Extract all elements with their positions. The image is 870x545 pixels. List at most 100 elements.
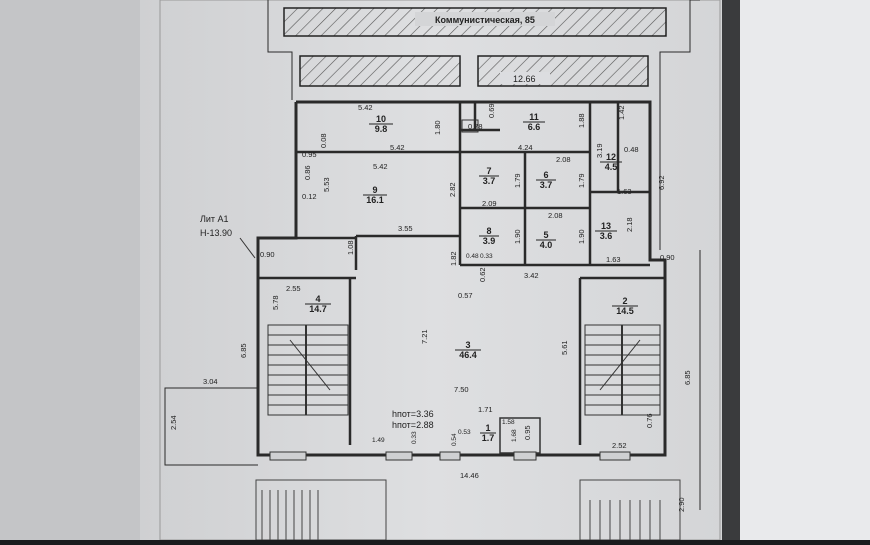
room-area: 16.1: [366, 195, 384, 205]
dimension-label: 5.42: [390, 143, 405, 152]
dimension-label: 2.52: [612, 441, 627, 450]
room-number: 7: [486, 166, 491, 176]
room-number: 2: [622, 296, 627, 306]
dim-bg: [500, 72, 550, 84]
dimension-label: 7.21: [420, 329, 429, 344]
dimension-label: 4.24: [518, 143, 533, 152]
dimension-label: 0.95: [523, 425, 532, 440]
ceiling-label-1: hпот=3.36: [392, 409, 434, 419]
shaft: [461, 119, 479, 133]
dimension-label: 5.53: [322, 177, 331, 192]
room-area: 1.7: [482, 433, 495, 443]
dimension-label: 0.48: [624, 145, 639, 154]
room-area: 3.7: [540, 180, 553, 190]
dimension-label: 0.78: [468, 122, 483, 131]
dimension-label: 0.08: [319, 133, 328, 148]
dimension-label: 6.85: [239, 343, 248, 358]
dimension-label: 1.71: [478, 405, 493, 414]
dimension-label: 1.90: [577, 229, 586, 244]
dimension-label: 5.78: [271, 295, 280, 310]
lit-label: Лит А1: [200, 214, 229, 224]
room-number: 12: [606, 152, 616, 162]
dimension-label: 6.92: [657, 175, 666, 190]
interior-walls: [258, 102, 665, 445]
room-area: 6.6: [528, 122, 541, 132]
dimension-label: 1.90: [513, 229, 522, 244]
leader-line: [239, 237, 256, 259]
dimension-label: 3.55: [398, 224, 413, 233]
site-boundary: [267, 0, 701, 510]
dimension-label: 3.04: [203, 377, 218, 386]
dimension-labels: 12.66 5.42 0.69 1.80 0.78 1.88 1.42 5.42…: [169, 74, 692, 512]
dimension-label: 1.49: [372, 437, 385, 444]
annex-outline: [164, 387, 258, 466]
dimension-label: 0.54: [451, 433, 458, 446]
stairs-right: [584, 324, 661, 416]
room-area: 3.6: [600, 231, 613, 241]
room-number: 10: [376, 114, 386, 124]
height-label: Н-13.90: [200, 228, 232, 238]
dimension-label: 2.08: [556, 155, 571, 164]
dimension-label: 1.63: [617, 187, 632, 196]
room-labels: 1 1.7 2 14.5 3 46.4 4 14.7 5 4.0 6 3.7 7…: [305, 112, 638, 443]
dimension-label: 5.61: [560, 340, 569, 355]
room-number: 4: [315, 294, 320, 304]
left-margin: [0, 0, 140, 540]
dimension-label: 2.08: [548, 211, 563, 220]
dimension-label: 2.55: [286, 284, 301, 293]
room-area: 9.8: [375, 124, 388, 134]
dimension-label: 0.62: [478, 267, 487, 282]
room-area: 3.9: [483, 236, 496, 246]
dimension-label: 2.09: [482, 199, 497, 208]
dimension-label: 1.68: [511, 429, 518, 442]
room-area: 14.5: [616, 306, 634, 316]
windows-bottom: [269, 451, 631, 461]
room-number: 1: [485, 423, 490, 433]
room-number: 5: [543, 230, 548, 240]
room-area: 4.0: [540, 240, 553, 250]
dimension-label: 1.80: [433, 120, 442, 135]
dimension-label: 1.88: [577, 113, 586, 128]
dimension-label: 0.33: [480, 253, 493, 260]
room-area: 3.7: [483, 176, 496, 186]
room-number: 13: [601, 221, 611, 231]
room-area: 4.5: [605, 162, 618, 172]
street-label: Коммунистическая, 85: [435, 15, 535, 25]
right-page: [740, 0, 870, 540]
dimension-label: 2.82: [448, 182, 457, 197]
dimension-label: 1.63: [606, 255, 621, 264]
dimension-label: 0.86: [303, 165, 312, 180]
dimension-label: 14.46: [460, 471, 479, 480]
dimension-label: 0.12: [302, 192, 317, 201]
dimension-label: 0.33: [411, 431, 418, 444]
dimension-label: 1.79: [577, 173, 586, 188]
room-number: 8: [486, 226, 491, 236]
dimension-label: 0.48: [466, 253, 479, 260]
dimension-label: 0.95: [302, 150, 317, 159]
dimension-label: 1.42: [617, 105, 626, 120]
dimension-label: 2.18: [625, 217, 634, 232]
dimension-label: 0.57: [458, 291, 473, 300]
room-number: 9: [372, 185, 377, 195]
dimension-label: 3.19: [595, 143, 604, 158]
dimension-label: 3.42: [524, 271, 539, 280]
room-area: 14.7: [309, 304, 327, 314]
dimension-label: 2.90: [677, 497, 686, 512]
room-number: 3: [465, 340, 470, 350]
dimension-label: 0.90: [260, 250, 275, 259]
dimension-label: 1.79: [513, 173, 522, 188]
dimension-label: 1.82: [449, 251, 458, 266]
dimension-label: 0.69: [487, 103, 496, 118]
dimension-label: 0.76: [645, 413, 654, 428]
dimension-label: 0.53: [458, 429, 471, 436]
room-area: 46.4: [459, 350, 477, 360]
dimension-label: 2.54: [169, 415, 178, 430]
dimension-label: 0.90: [660, 253, 675, 262]
wall-hatch-left: [299, 55, 461, 87]
dimension-label: 1.58: [502, 419, 515, 426]
room-number: 11: [529, 112, 539, 122]
dimension-label: 6.85: [683, 370, 692, 385]
page-gutter: [722, 0, 740, 540]
